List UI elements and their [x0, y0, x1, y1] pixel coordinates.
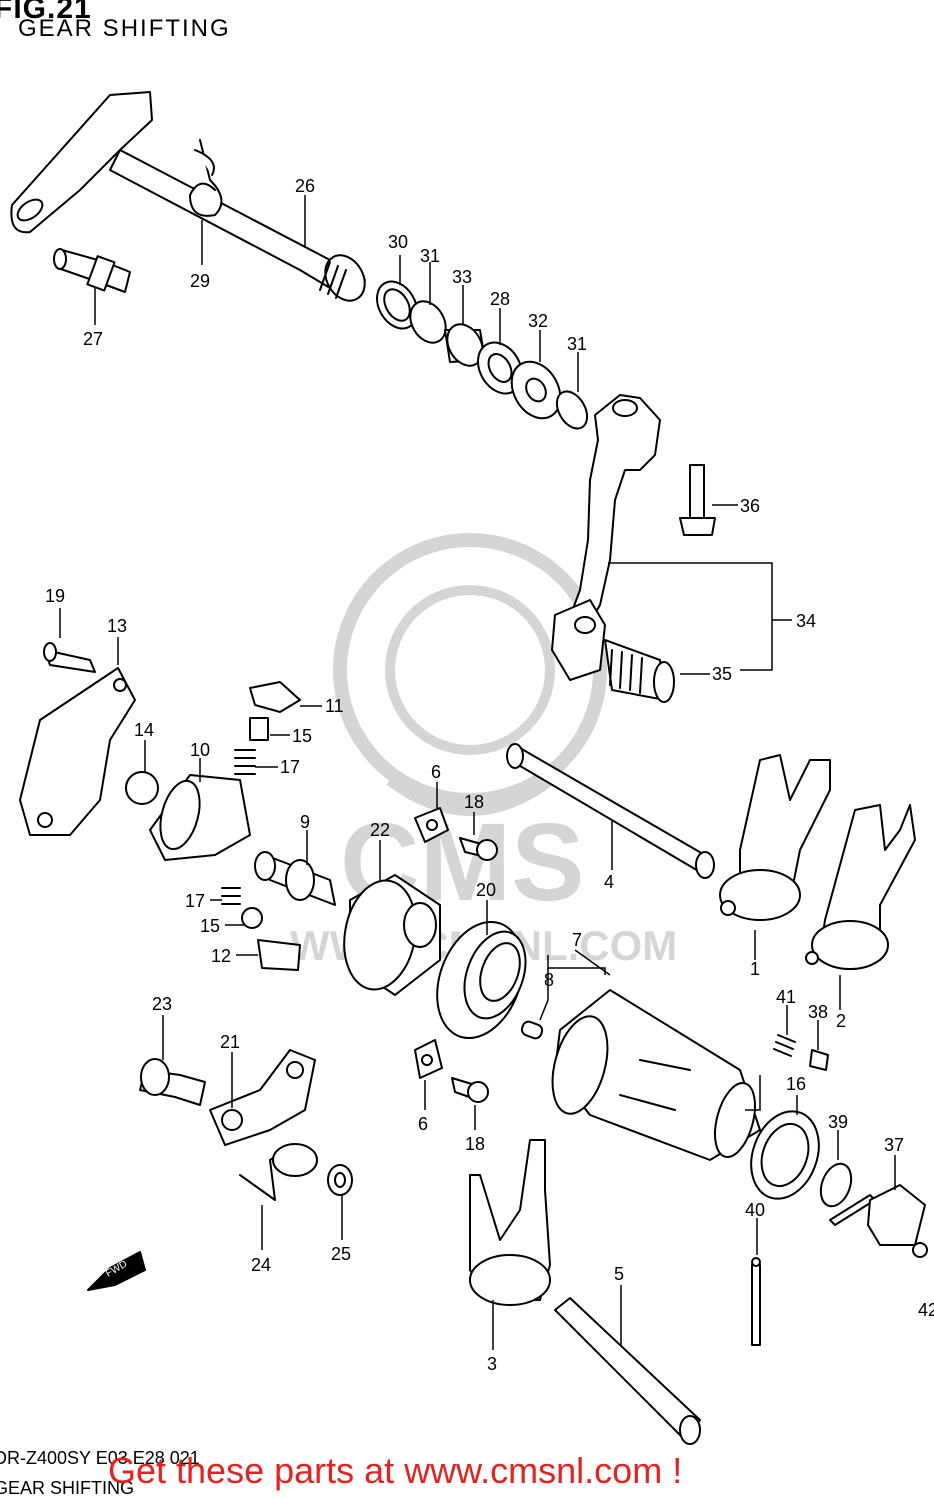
label-8: 8 [544, 970, 554, 990]
label-13: 13 [107, 616, 127, 636]
label-25: 25 [331, 1244, 351, 1264]
label-31b: 31 [567, 334, 587, 354]
label-14: 14 [134, 720, 154, 740]
pin-40 [751, 1264, 761, 1346]
label-32: 32 [528, 311, 548, 331]
label-42: 42 [918, 1300, 934, 1320]
label-1: 1 [750, 959, 760, 979]
label-17a: 17 [280, 757, 300, 777]
label-7: 7 [572, 930, 582, 950]
label-21: 21 [220, 1032, 240, 1052]
label-4: 4 [604, 872, 614, 892]
shaft-bolt [53, 248, 131, 293]
lever-bolt [679, 464, 716, 536]
label-9: 9 [300, 812, 310, 832]
pin-15a [249, 717, 269, 741]
pin-8 [520, 1020, 544, 1040]
stopper-plate [19, 667, 136, 836]
figure-subtitle: GEAR SHIFTING [18, 15, 231, 42]
label-29: 29 [190, 271, 210, 291]
label-19: 19 [45, 586, 65, 606]
label-35: 35 [712, 664, 732, 684]
label-20: 20 [476, 880, 496, 900]
label-28: 28 [490, 289, 510, 309]
label-18a: 18 [464, 792, 484, 812]
label-30: 30 [388, 232, 408, 252]
circlip-31a [409, 300, 447, 344]
label-27: 27 [83, 329, 103, 349]
label-22: 22 [370, 820, 390, 840]
spring-17a [234, 749, 256, 775]
gear-position-switch [867, 1184, 926, 1246]
screw-42 [912, 1242, 928, 1258]
label-34: 34 [796, 611, 816, 631]
label-16: 16 [786, 1074, 806, 1094]
label-31a: 31 [420, 246, 440, 266]
pawl-11 [249, 681, 301, 713]
label-24: 24 [251, 1255, 271, 1275]
label-33: 33 [452, 267, 472, 287]
label-6a: 6 [431, 762, 441, 782]
fork-shaft-4 [509, 747, 711, 873]
label-3: 3 [487, 1354, 497, 1374]
label-37: 37 [884, 1135, 904, 1155]
label-6b: 6 [418, 1114, 428, 1134]
label-2: 2 [836, 1011, 846, 1031]
figure-title: FIG.21 [0, 0, 92, 25]
label-15b: 15 [200, 916, 220, 936]
label-40: 40 [745, 1200, 765, 1220]
label-23: 23 [152, 994, 172, 1014]
circlip-31b [555, 390, 589, 430]
label-39: 39 [828, 1112, 848, 1132]
spring-17b [221, 887, 241, 905]
footer-section-name: GEAR SHIFTING [0, 1478, 135, 1498]
fwd-arrow [87, 1251, 146, 1291]
label-41: 41 [776, 987, 796, 1007]
label-18b: 18 [465, 1134, 485, 1154]
fork-shaft-5 [554, 1297, 701, 1441]
promo-link[interactable]: Get these parts at www.cmsnl.com ! [108, 1450, 683, 1491]
label-36: 36 [740, 496, 760, 516]
pin-15b [241, 907, 263, 929]
label-17b: 17 [185, 891, 205, 911]
label-38: 38 [808, 1002, 828, 1022]
footer-model-code: DR-Z400SY E03 E28 021 [0, 1448, 200, 1468]
label-12: 12 [211, 946, 231, 966]
gear-shift-lever [551, 394, 675, 703]
pin-38 [809, 1049, 829, 1071]
spring-41 [773, 1034, 796, 1057]
label-15a: 15 [292, 726, 312, 746]
o-ring-39 [819, 1162, 853, 1208]
shift-shaft [10, 91, 366, 302]
label-26: 26 [295, 176, 315, 196]
spring-24 [239, 1143, 318, 1201]
label-5: 5 [614, 1264, 624, 1284]
return-spring [189, 139, 223, 217]
pawl-12 [257, 939, 301, 971]
washer-14 [125, 771, 159, 805]
label-10: 10 [190, 740, 210, 760]
label-11: 11 [325, 696, 344, 716]
